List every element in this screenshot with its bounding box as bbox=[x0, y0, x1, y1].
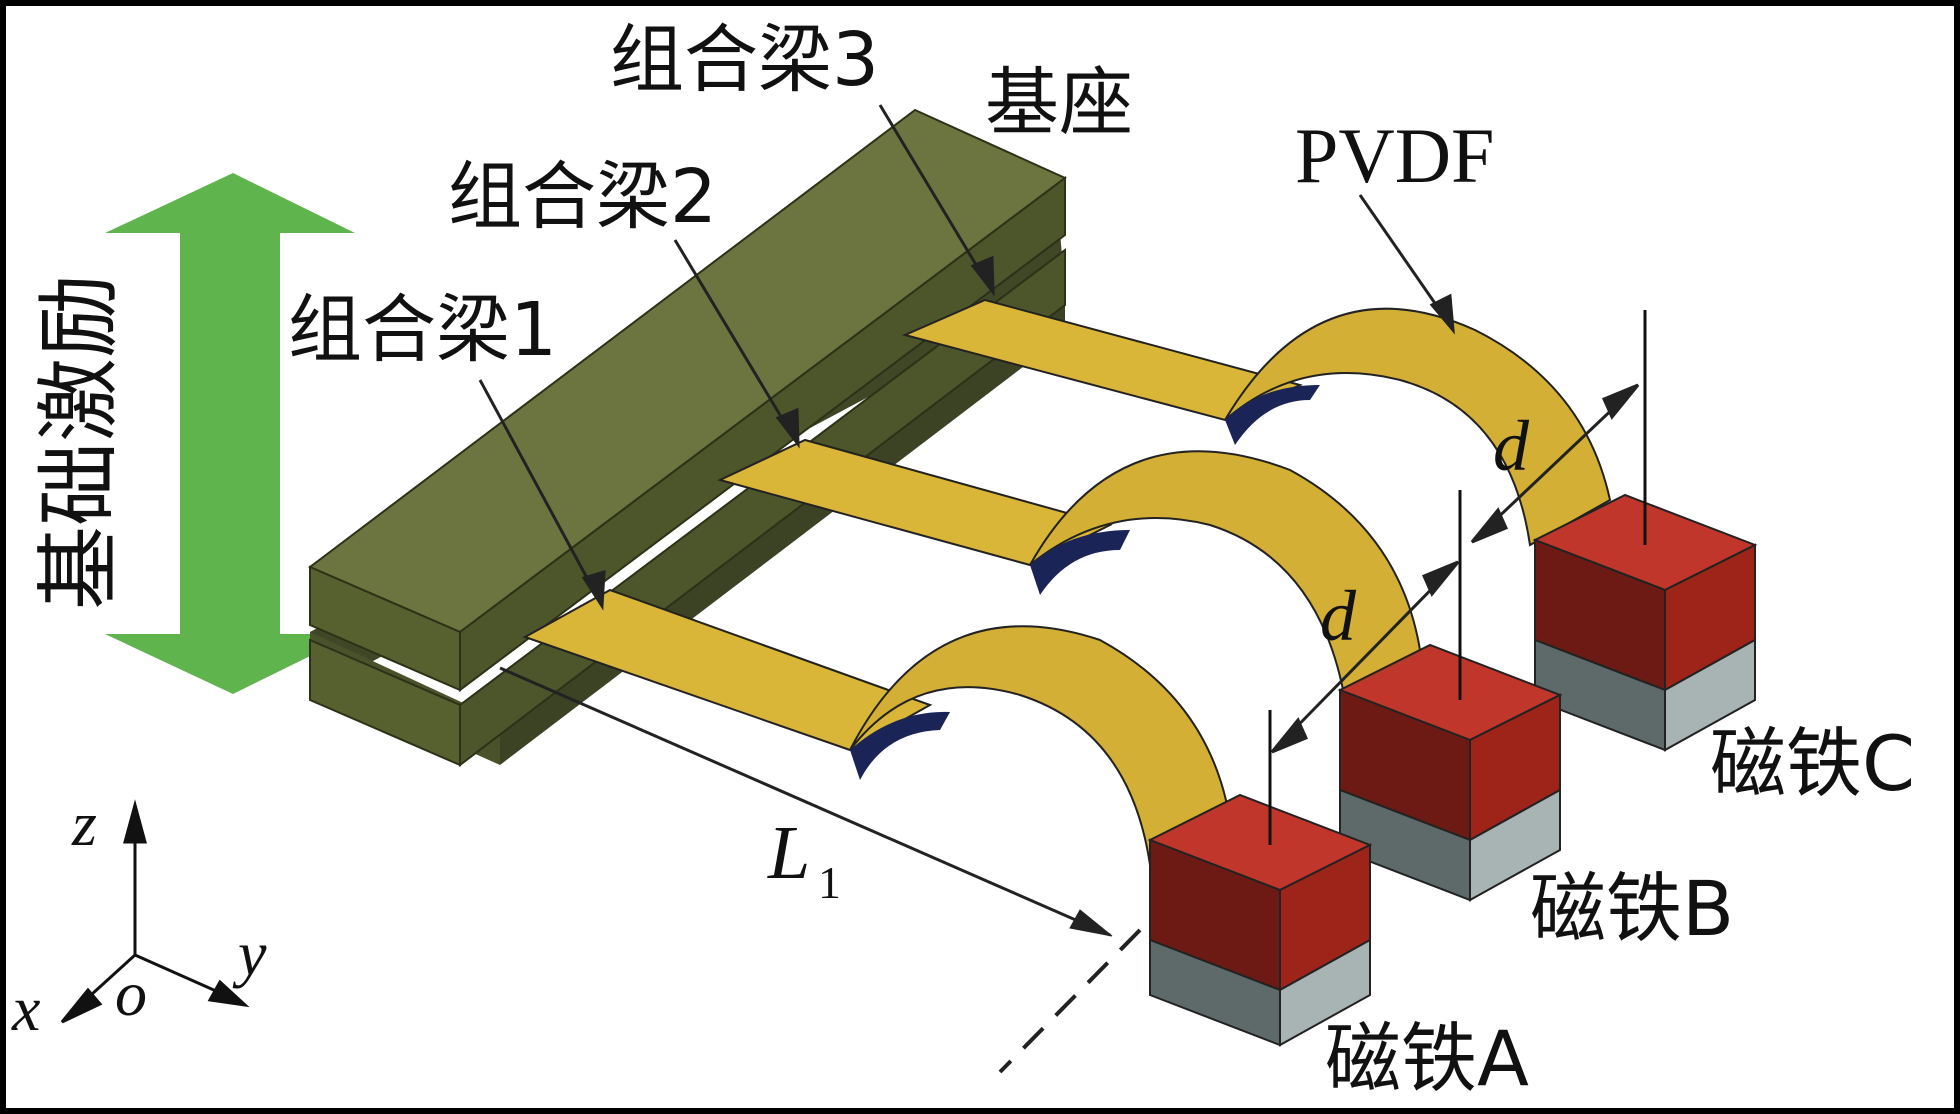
l1-label: L bbox=[767, 811, 810, 895]
magnet-a bbox=[1147, 710, 1373, 1047]
d-label-2: d bbox=[1493, 406, 1530, 486]
magnet-b-label: 磁铁B bbox=[1530, 864, 1734, 953]
beam-1 bbox=[522, 588, 1232, 867]
length-dimension bbox=[499, 666, 1142, 1074]
dimension-d-lines bbox=[1270, 383, 1640, 754]
excitation-arrow bbox=[105, 173, 355, 694]
beam1-label: 组合梁1 bbox=[288, 287, 557, 373]
magnet-c bbox=[1532, 310, 1758, 752]
beam-3 bbox=[901, 298, 1612, 547]
axis-o-label: o bbox=[115, 958, 147, 1029]
l1-subscript: 1 bbox=[818, 857, 841, 908]
base-label: 基座 bbox=[985, 60, 1133, 146]
beam3-label: 组合梁3 bbox=[610, 17, 879, 103]
pvdf-label: PVDF bbox=[1295, 112, 1494, 199]
magnet-a-label: 磁铁A bbox=[1325, 1014, 1529, 1103]
coordinate-axes bbox=[60, 799, 250, 1024]
d-label-1: d bbox=[1320, 576, 1357, 656]
axis-z-label: z bbox=[71, 788, 97, 859]
beam-2 bbox=[717, 438, 1422, 702]
magnet-c-label: 磁铁C bbox=[1710, 719, 1915, 808]
axis-y-label: y bbox=[232, 918, 267, 989]
base-excitation-label: 基础激励 bbox=[30, 274, 128, 610]
magnet-b bbox=[1337, 490, 1563, 902]
axis-x-label: x bbox=[11, 973, 40, 1044]
beam2-label: 组合梁2 bbox=[448, 154, 717, 240]
leader-arrows bbox=[478, 104, 1455, 611]
